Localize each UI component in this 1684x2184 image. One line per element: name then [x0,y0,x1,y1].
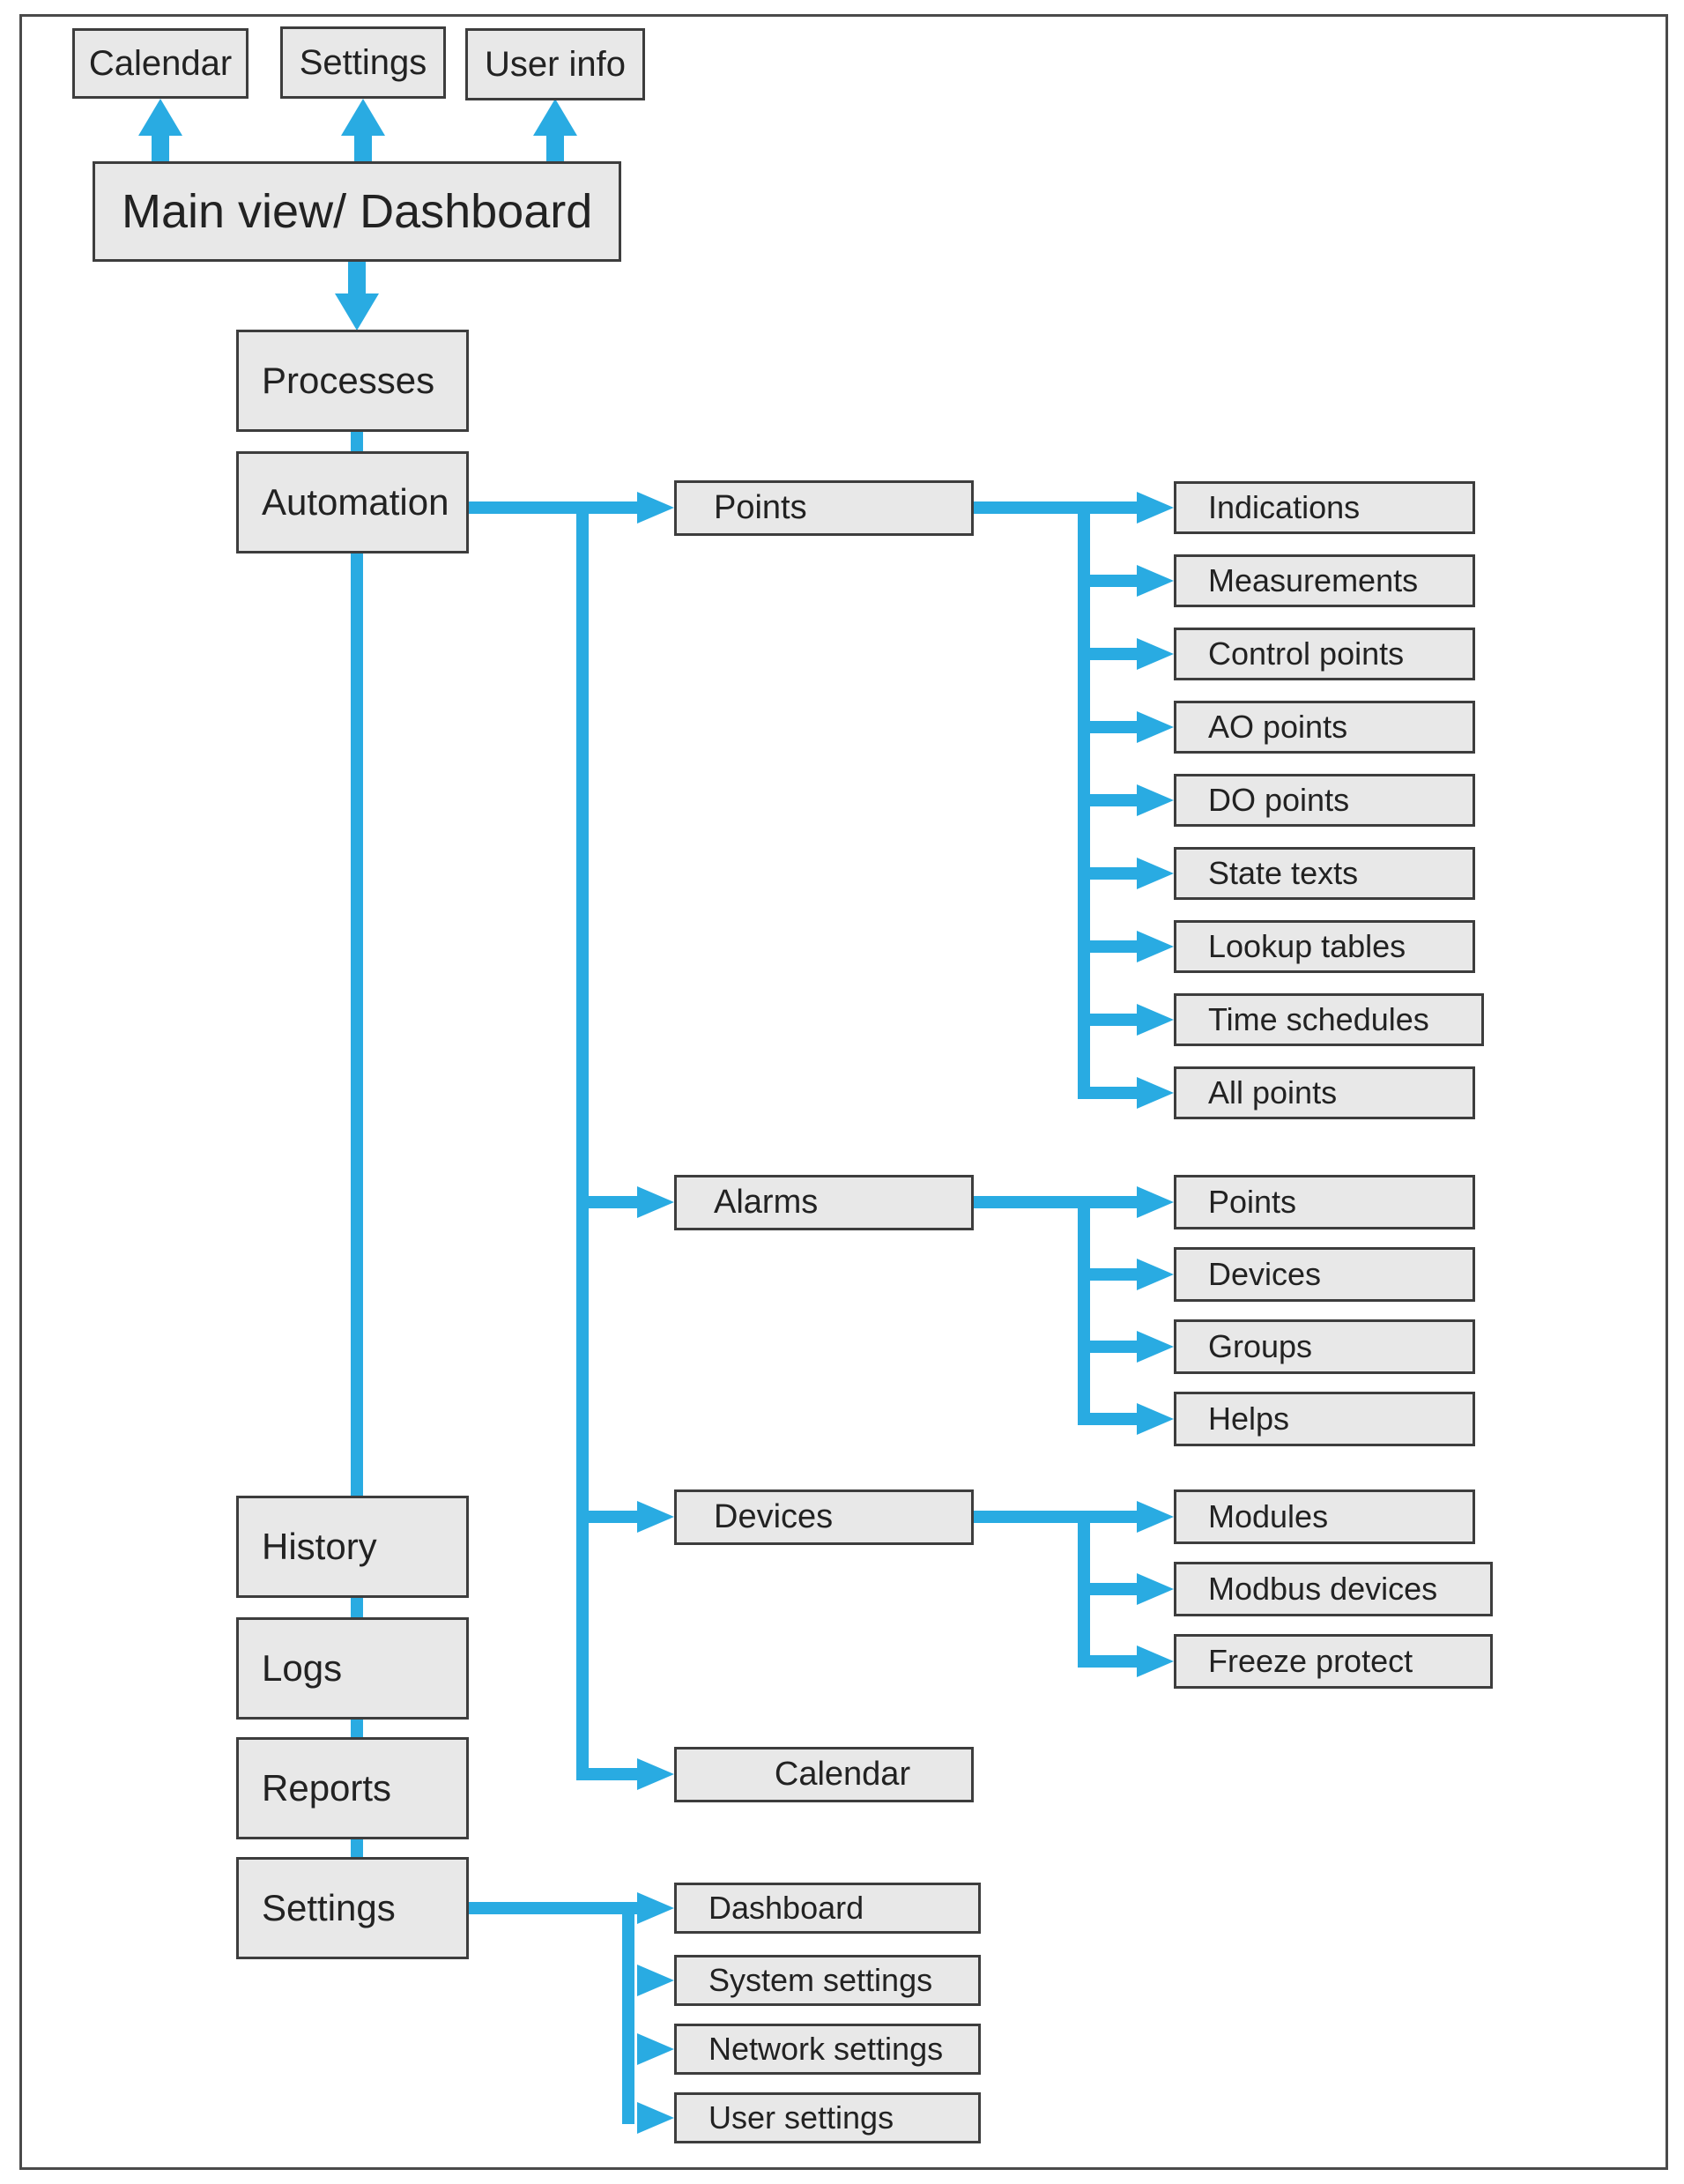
arrowhead-do-points-icon [1137,784,1174,816]
node-freeze-protect: Freeze protect [1174,1634,1493,1689]
node-history: History [236,1496,469,1598]
arrowhead-alarm-points-icon [1137,1186,1174,1218]
arrowhead-lookup-tables-icon [1137,931,1174,962]
node-alarm-devices: Devices [1174,1247,1475,1302]
connector-to-lookup-tables [1090,940,1139,953]
node-user-settings: User settings [674,2092,981,2143]
node-all-points: All points [1174,1066,1475,1119]
connector-to-all-points [1090,1087,1139,1099]
arrowhead-alarms-icon [637,1186,674,1218]
arrowhead-control-points-icon [1137,638,1174,670]
node-devices: Devices [674,1489,974,1545]
node-state-texts: State texts [1174,847,1475,900]
connector-devices-trunk [1078,1511,1090,1668]
arrowhead-modules-icon [1137,1501,1174,1533]
node-alarms: Alarms [674,1175,974,1230]
connector-to-ao-points [1090,721,1139,733]
arrowhead-alarm-devices-icon [1137,1259,1174,1290]
connector-trunk-to-alarms [589,1196,640,1208]
node-processes: Processes [236,330,469,432]
node-dashboard: Dashboard [674,1883,981,1934]
node-system-settings: System settings [674,1955,981,2006]
connector-to-alarm-devices [1090,1268,1139,1281]
arrowhead-up-settings-top-icon [341,99,385,136]
connector-to-time-schedules [1090,1014,1139,1026]
connector-trunk-to-devices [589,1511,640,1523]
arrowhead-time-schedules-icon [1137,1004,1174,1036]
connector-points-main [974,501,1139,514]
connector-to-freeze-protect [1090,1655,1139,1668]
node-reports: Reports [236,1737,469,1839]
connector-to-alarm-groups [1090,1341,1139,1353]
node-points: Points [674,480,974,536]
node-modules: Modules [1174,1489,1475,1544]
arrowhead-indications-icon [1137,492,1174,524]
node-calendar: Calendar [674,1747,974,1802]
connector-to-modbus-devices [1090,1583,1139,1595]
node-indications: Indications [1174,481,1475,534]
arrowhead-down-processes-icon [335,293,379,331]
arrowhead-devices-icon [637,1501,674,1533]
arrowhead-freeze-protect-icon [1137,1645,1174,1677]
connector-settings-trunk [622,1902,634,2124]
arrowhead-measurements-icon [1137,565,1174,597]
connector-points-trunk [1078,501,1090,1099]
arrowhead-all-points-icon [1137,1077,1174,1109]
connector-to-alarm-helps [1090,1413,1139,1425]
node-time-schedules: Time schedules [1174,993,1484,1046]
connector-main-to-settings-top [354,134,372,163]
arrowhead-dashboard-icon [637,1892,674,1924]
diagram-border [19,14,1668,2170]
arrowhead-system-settings-icon [637,1965,674,1996]
arrowhead-alarm-groups-icon [1137,1331,1174,1363]
node-user-info: User info [465,28,645,100]
node-modbus-devices: Modbus devices [1174,1562,1493,1616]
connector-to-do-points [1090,794,1139,806]
connector-alarms-trunk [1078,1196,1090,1425]
node-alarm-helps: Helps [1174,1392,1475,1446]
connector-to-state-texts [1090,867,1139,880]
arrowhead-up-user-info-icon [533,99,577,136]
arrowhead-ao-points-icon [1137,711,1174,743]
node-settings: Settings [236,1857,469,1959]
node-logs: Logs [236,1617,469,1720]
connector-alarms-main [974,1196,1139,1208]
connector-devices-main [974,1511,1139,1523]
arrowhead-modbus-devices-icon [1137,1573,1174,1605]
node-alarm-points: Points [1174,1175,1475,1229]
connector-to-control-points [1090,648,1139,660]
arrowhead-network-settings-icon [637,2033,674,2065]
connector-to-measurements [1090,575,1139,587]
connector-automation-to-points [469,501,640,514]
node-network-settings: Network settings [674,2024,981,2075]
node-ao-points: AO points [1174,701,1475,754]
arrowhead-alarm-helps-icon [1137,1403,1174,1435]
connector-main-to-user-info [546,134,564,163]
connector-automation-trunk [576,501,589,1780]
arrowhead-user-settings-icon [637,2102,674,2134]
node-settings-top: Settings [280,26,446,99]
node-control-points: Control points [1174,628,1475,680]
node-automation: Automation [236,451,469,553]
arrowhead-up-calendar-top-icon [138,99,182,136]
arrowhead-state-texts-icon [1137,858,1174,889]
node-calendar-top: Calendar [72,28,249,99]
node-alarm-groups: Groups [1174,1319,1475,1374]
node-main-view-dashboard: Main view/ Dashboard [93,161,621,262]
arrowhead-calendar-icon [637,1758,674,1790]
connector-trunk-to-calendar [576,1768,640,1780]
node-measurements: Measurements [1174,554,1475,607]
connector-main-to-processes [348,262,366,295]
arrowhead-points-icon [637,492,674,524]
connector-main-to-calendar-top [152,134,169,163]
node-do-points: DO points [1174,774,1475,827]
node-lookup-tables: Lookup tables [1174,920,1475,973]
connector-settings-main [469,1902,640,1914]
